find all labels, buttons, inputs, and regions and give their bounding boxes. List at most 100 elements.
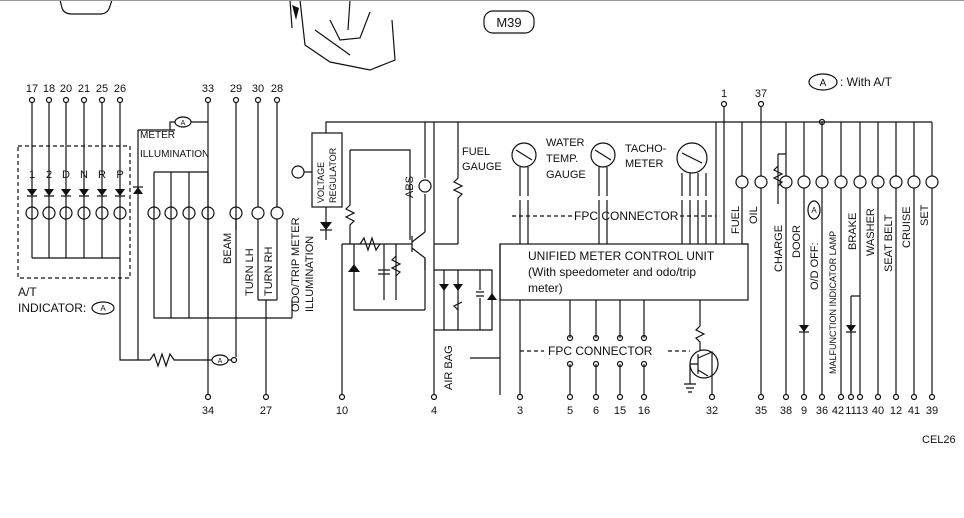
- bottom-pin: 41: [908, 405, 920, 417]
- svg-text:TACHO-: TACHO-: [625, 143, 667, 155]
- svg-text:AIR BAG: AIR BAG: [443, 345, 455, 390]
- svg-text:TURN RH: TURN RH: [263, 246, 275, 296]
- svg-text:FUEL: FUEL: [730, 206, 742, 234]
- svg-text:SET: SET: [919, 204, 931, 226]
- bottom-pin: 13: [856, 405, 868, 417]
- bottom-pin: 16: [638, 405, 650, 417]
- at-indicator-group: 1 2 D N R P A/T INDICATOR: A: [17, 145, 131, 315]
- bottom-pin: 32: [706, 405, 718, 417]
- svg-text:METER: METER: [625, 158, 664, 170]
- svg-text:A: A: [100, 304, 106, 313]
- svg-text:A/T: A/T: [18, 285, 37, 299]
- bottom-terminals: [204, 393, 936, 401]
- top-pin: 17: [26, 83, 38, 95]
- top-pin: 26: [114, 83, 126, 95]
- svg-text:N: N: [80, 169, 88, 181]
- airbag-circuit: AIR BAG: [433, 122, 501, 395]
- bottom-pin: 27: [260, 405, 272, 417]
- bottom-pin: 42: [832, 405, 844, 417]
- top-pin: 25: [96, 83, 108, 95]
- svg-text:A: A: [218, 358, 223, 365]
- bottom-pin: 9: [801, 405, 807, 417]
- svg-text:R: R: [98, 169, 106, 181]
- bottom-pin: 35: [755, 405, 767, 417]
- connector-id-badge: M39: [483, 10, 535, 34]
- svg-text:D: D: [62, 169, 70, 181]
- svg-text:SEAT BELT: SEAT BELT: [883, 214, 895, 272]
- bottom-pin: 36: [816, 405, 828, 417]
- svg-text:BRAKE: BRAKE: [847, 213, 859, 250]
- bottom-pin: 40: [872, 405, 884, 417]
- svg-text:2: 2: [46, 169, 52, 181]
- meter-illumination-group: A METER ILLUMINATION: [138, 116, 292, 319]
- svg-text:ODO/TRIP METER: ODO/TRIP METER: [290, 217, 302, 312]
- top-pin: 33: [202, 83, 214, 95]
- svg-text:MALFUNCTION INDICATOR LAMP: MALFUNCTION INDICATOR LAMP: [828, 231, 838, 374]
- legend: A : With A/T: [808, 73, 893, 91]
- top-pin: 30: [252, 83, 264, 95]
- bottom-pin: 38: [780, 405, 792, 417]
- svg-text:ILLUMINATION: ILLUMINATION: [140, 149, 209, 160]
- bottom-pin: 5: [567, 405, 573, 417]
- bottom-pin-labels: 34 27 10 4 3 5 6 15 16 32 35 38 9 36 42 …: [202, 405, 938, 417]
- svg-text:BEAM: BEAM: [222, 233, 234, 264]
- fpc-connector-bottom: FPC CONNECTOR: [519, 300, 719, 395]
- svg-text:M39: M39: [496, 15, 521, 30]
- svg-text:A: A: [820, 78, 827, 89]
- svg-text:: With A/T: : With A/T: [840, 75, 893, 89]
- warning-lamps: FUEL OIL CHARGE DOOR O/D OFF: A MALFUNCT…: [724, 118, 939, 395]
- top-pin: 18: [43, 83, 55, 95]
- svg-text:INDICATOR:: INDICATOR:: [18, 301, 86, 315]
- abs-circuit: ABS: [341, 122, 432, 395]
- bottom-pin: 34: [202, 405, 214, 417]
- bottom-pin: 4: [431, 405, 437, 417]
- gauges: FUEL GAUGE WATER TEMP. GAUGE TACHO- METE…: [462, 137, 708, 196]
- bottom-pin: 6: [593, 405, 599, 417]
- bottom-pin: 12: [890, 405, 902, 417]
- svg-text:VOLTAGE: VOLTAGE: [316, 162, 326, 203]
- svg-text:WASHER: WASHER: [865, 208, 877, 256]
- unified-meter-control-unit: UNIFIED METER CONTROL UNIT (With speedom…: [499, 122, 749, 301]
- svg-text:GAUGE: GAUGE: [462, 161, 502, 173]
- top-pin: 21: [78, 83, 90, 95]
- svg-text:UNIFIED METER CONTROL UNIT: UNIFIED METER CONTROL UNIT: [528, 249, 715, 263]
- svg-text:CHARGE: CHARGE: [773, 225, 785, 272]
- svg-text:ILLUMINATION: ILLUMINATION: [304, 236, 316, 312]
- at-return-circuit: A: [119, 130, 238, 368]
- voltage-regulator: VOLTAGE REGULATOR: [291, 121, 724, 240]
- cluster-illustration: [0, 0, 964, 71]
- top-pin: 20: [60, 83, 72, 95]
- svg-text:(With speedometer and odo/trip: (With speedometer and odo/trip: [528, 265, 696, 279]
- svg-text:meter): meter): [528, 281, 563, 295]
- top-pin: 29: [230, 83, 242, 95]
- bottom-pin: 3: [517, 405, 523, 417]
- svg-text:P: P: [116, 169, 123, 181]
- svg-text:FPC CONNECTOR: FPC CONNECTOR: [574, 209, 679, 223]
- svg-text:A: A: [181, 120, 186, 127]
- top-pin: 1: [721, 88, 727, 100]
- top-pin: 28: [271, 83, 283, 95]
- bottom-pin: 39: [926, 405, 938, 417]
- top-pin-labels: 17 18 20 21 25 26 33 29 30 28 1 37: [26, 83, 767, 100]
- top-pin: 37: [755, 88, 767, 100]
- svg-text:DOOR: DOOR: [791, 225, 803, 258]
- svg-text:FUEL: FUEL: [462, 146, 490, 158]
- bottom-pin: 10: [336, 405, 348, 417]
- fpc-connector-top: FPC CONNECTOR: [512, 200, 716, 244]
- svg-text:TEMP.: TEMP.: [546, 153, 578, 165]
- svg-text:FPC CONNECTOR: FPC CONNECTOR: [548, 344, 653, 358]
- svg-text:WATER: WATER: [546, 137, 585, 149]
- svg-text:CRUISE: CRUISE: [901, 206, 913, 248]
- bottom-pin: 11: [845, 405, 856, 417]
- beam-turn-lamps: BEAM TURN LH TURN RH ODO/TRIP METER ILLU…: [222, 206, 316, 395]
- svg-text:GAUGE: GAUGE: [546, 169, 586, 181]
- svg-text:1: 1: [29, 169, 35, 181]
- svg-text:TURN LH: TURN LH: [244, 248, 256, 296]
- svg-text:METER: METER: [140, 130, 175, 141]
- figure-code: CEL26: [922, 434, 956, 446]
- svg-text:REGULATOR: REGULATOR: [328, 147, 338, 203]
- svg-text:A: A: [811, 206, 817, 215]
- svg-text:O/D OFF:: O/D OFF:: [809, 242, 821, 290]
- svg-text:OIL: OIL: [748, 206, 760, 224]
